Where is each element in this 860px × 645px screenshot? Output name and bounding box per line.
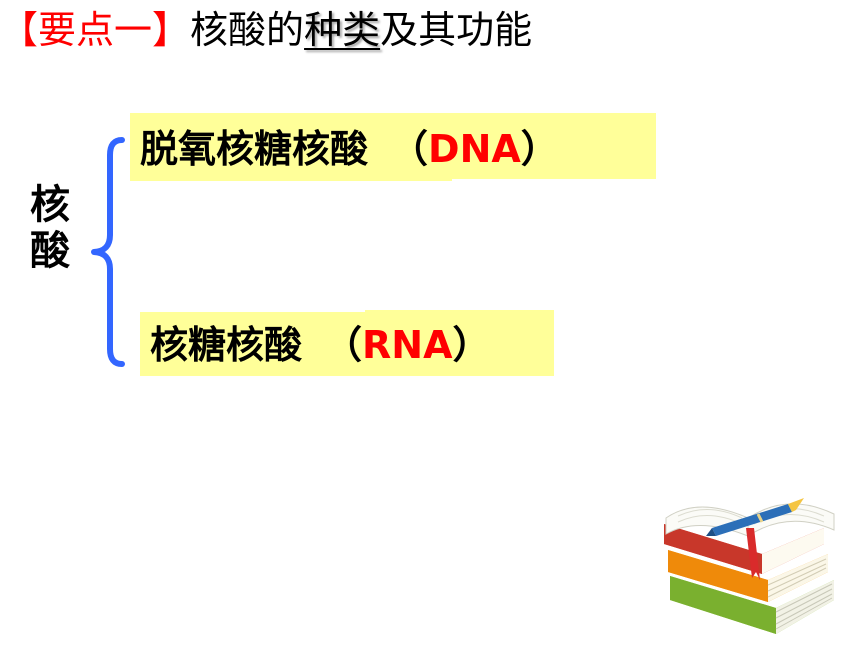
highlight-box-dna-abbr <box>452 113 656 179</box>
entry-dna-abbr: DNA <box>428 127 521 171</box>
category-label-char-1: 核 <box>30 182 70 228</box>
category-label: 核 酸 <box>26 182 74 274</box>
title-key-point-label: 要点一 <box>38 8 153 52</box>
entry-dna: 脱氧核糖核酸 （DNA） <box>140 126 559 172</box>
entry-rna: 核糖核酸 （RNA） <box>150 322 491 368</box>
slide-title: 【要点一】核酸的种类及其功能 <box>0 2 532 58</box>
entry-dna-paren-close: ） <box>520 127 559 171</box>
entry-rna-name: 核糖核酸 <box>150 323 303 367</box>
title-bracket-open: 【 <box>0 8 39 52</box>
entry-dna-paren-open: （ <box>390 127 429 171</box>
title-text-underlined: 种类 <box>304 8 381 52</box>
highlight-box-rna-abbr <box>365 310 554 376</box>
category-label-char-2: 酸 <box>30 228 70 274</box>
stack-of-books-with-pen-icon <box>664 498 835 634</box>
entry-rna-abbr: RNA <box>362 323 453 367</box>
curly-brace-icon <box>91 137 125 367</box>
entry-rna-paren-close: ） <box>452 323 491 367</box>
entry-rna-paren-open: （ <box>324 323 363 367</box>
title-bracket-close: 】 <box>152 8 191 52</box>
highlight-box-rna-name <box>140 312 365 376</box>
entry-dna-name: 脱氧核糖核酸 <box>140 127 369 171</box>
highlight-box-dna-name <box>130 113 452 181</box>
title-text-after: 及其功能 <box>380 8 533 52</box>
title-text-before: 核酸的 <box>190 8 305 52</box>
